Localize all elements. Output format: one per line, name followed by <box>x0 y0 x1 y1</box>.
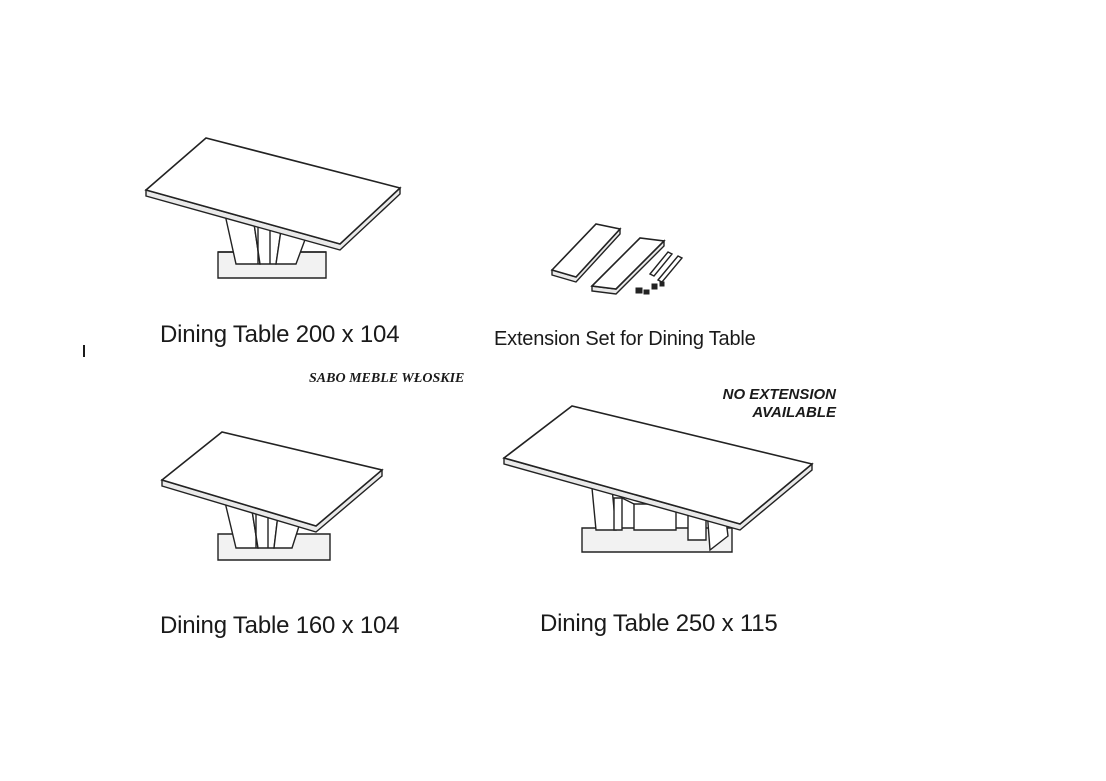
watermark-text: SABO MEBLE WŁOSKIE <box>309 371 465 386</box>
dining-table-250-drawing <box>502 405 814 553</box>
dining-table-160-drawing <box>160 431 384 561</box>
note-line-2: AVAILABLE <box>752 404 836 421</box>
caption-dining-table-160: Dining Table 160 x 104 <box>160 612 400 639</box>
caption-dining-table-250: Dining Table 250 x 115 <box>540 610 778 637</box>
table-top <box>502 405 814 531</box>
text-cursor-mark <box>83 345 85 357</box>
extension-leaf-2 <box>590 237 666 295</box>
caption-extension-set: Extension Set for Dining Table <box>494 328 756 350</box>
extension-leaf-1 <box>550 223 622 283</box>
extension-set-drawing <box>550 223 684 295</box>
caption-dining-table-200: Dining Table 200 x 104 <box>160 321 400 348</box>
extension-hardware <box>635 251 684 295</box>
no-extension-note: NO EXTENSION AVAILABLE <box>700 386 836 422</box>
dining-table-200-drawing <box>144 137 402 279</box>
note-line-1: NO EXTENSION <box>722 386 836 403</box>
table-top <box>160 431 384 533</box>
table-top <box>144 137 402 251</box>
